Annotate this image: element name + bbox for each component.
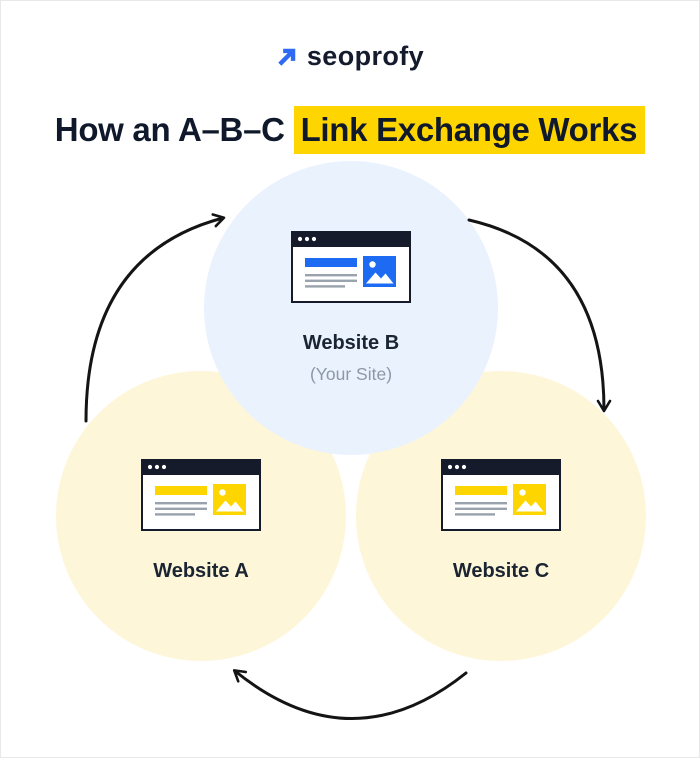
arrow-c-to-a bbox=[232, 669, 468, 720]
website-b-label: Website B bbox=[302, 332, 400, 354]
website-c-browser bbox=[441, 459, 561, 536]
logo-text: seoprofy bbox=[306, 41, 425, 71]
website-a-browser bbox=[141, 459, 261, 536]
browser-window-icon bbox=[291, 231, 411, 303]
browser-window-icon bbox=[141, 459, 261, 531]
browser-window-icon bbox=[441, 459, 561, 531]
website-c-circle: Website C bbox=[356, 371, 646, 661]
website-c-label: Website C bbox=[452, 560, 550, 582]
title-highlight: Link Exchange Works bbox=[293, 106, 646, 155]
arrow-up-right-icon bbox=[278, 48, 296, 66]
seoprofy-logo: seoprofy bbox=[1, 41, 699, 72]
page-title: How an A–B–C Link Exchange Works bbox=[1, 106, 699, 155]
title-prefix: How an A–B–C bbox=[54, 111, 294, 149]
website-a-label: Website A bbox=[153, 560, 249, 582]
website-b-circle: Website B (Your Site) bbox=[204, 161, 498, 455]
website-b-sublabel: (Your Site) bbox=[309, 364, 393, 384]
website-b-browser bbox=[291, 231, 411, 308]
